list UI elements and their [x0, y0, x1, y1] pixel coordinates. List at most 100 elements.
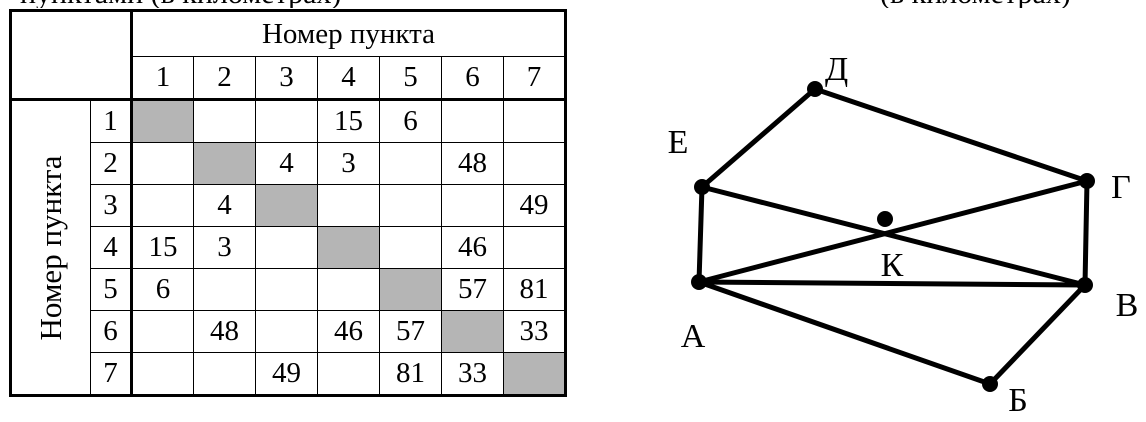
row-number: 7	[90, 352, 133, 396]
distance-cell	[255, 226, 318, 269]
distance-cell: 3	[193, 226, 256, 269]
node-k	[877, 211, 893, 227]
distance-cell	[131, 142, 194, 185]
distance-cell	[193, 268, 256, 311]
road-b-v	[987, 282, 1088, 387]
road-g-v	[1082, 178, 1090, 288]
road-e-a	[696, 184, 705, 285]
distance-cell: 15	[131, 226, 194, 269]
table-corner	[10, 10, 133, 101]
column-number: 1	[130, 56, 194, 101]
table-row: 3 4 49	[11, 184, 566, 227]
graph-edges	[696, 86, 1090, 387]
row-number: 5	[90, 268, 133, 311]
row-number: 2	[90, 142, 133, 185]
distance-cell	[503, 226, 566, 269]
distance-cell	[317, 352, 380, 396]
distance-cell	[379, 142, 442, 185]
cropped-top-text: пунктами (в километрах) (в километрах)	[0, 0, 1146, 8]
node-label-d: Д	[825, 51, 848, 88]
row-header: Номер пункта	[33, 155, 68, 340]
distance-cell: 46	[441, 226, 504, 269]
distance-cell	[131, 184, 194, 227]
distance-cell	[503, 99, 566, 143]
distance-cell: 57	[441, 268, 504, 311]
distance-cell: 4	[255, 142, 318, 185]
distance-cell: 15	[317, 99, 380, 143]
distance-cell: 81	[379, 352, 442, 396]
distance-cell: 49	[255, 352, 318, 396]
distance-cell: 49	[503, 184, 566, 227]
node-label-a: А	[681, 318, 706, 355]
distance-cell: 6	[131, 268, 194, 311]
node-a	[691, 274, 707, 290]
cropped-text-left: пунктами (в километрах)	[20, 0, 341, 8]
distance-cell	[503, 142, 566, 185]
distance-cell	[131, 310, 194, 353]
diagonal-cell	[379, 268, 442, 311]
distance-cell	[379, 226, 442, 269]
node-label-v: В	[1116, 287, 1139, 324]
column-number: 3	[255, 56, 318, 101]
distance-cell	[441, 99, 504, 143]
distance-cell: 33	[441, 352, 504, 396]
row-number: 3	[90, 184, 133, 227]
distance-cell	[255, 310, 318, 353]
distance-cell: 46	[317, 310, 380, 353]
diagonal-cell	[131, 99, 194, 143]
column-number: 5	[379, 56, 442, 101]
diagonal-cell	[503, 352, 566, 396]
row-number: 4	[90, 226, 133, 269]
distance-cell	[255, 268, 318, 311]
road-e-v	[699, 184, 1088, 288]
distance-cell: 48	[193, 310, 256, 353]
cropped-text-right: (в километрах)	[880, 0, 1071, 8]
distance-cell: 48	[441, 142, 504, 185]
road-a-b	[696, 279, 993, 387]
node-label-b: Б	[1008, 382, 1028, 419]
distance-cell	[193, 99, 256, 143]
distance-cell	[317, 268, 380, 311]
road-a-g	[696, 178, 1090, 285]
node-d	[807, 81, 823, 97]
distance-cell	[193, 352, 256, 396]
node-label-g: Г	[1111, 169, 1131, 206]
node-b	[982, 376, 998, 392]
distance-cell: 3	[317, 142, 380, 185]
column-number: 4	[317, 56, 380, 101]
road-d-g	[812, 86, 1090, 184]
distance-cell: 4	[193, 184, 256, 227]
distance-cell: 81	[503, 268, 566, 311]
column-number: 7	[503, 56, 566, 101]
distance-cell	[379, 184, 442, 227]
column-header: Номер пункта	[130, 10, 566, 57]
header-row: Номер пункта	[10, 10, 566, 101]
node-label-e: Е	[668, 124, 689, 161]
distance-cell	[255, 99, 318, 143]
column-number: 2	[193, 56, 256, 101]
node-v	[1077, 277, 1093, 293]
node-label-k: К	[881, 247, 904, 284]
diagonal-cell	[193, 142, 256, 185]
diagonal-cell	[441, 310, 504, 353]
graph-nodes: Д Е Г К А В Б	[668, 51, 1139, 419]
road-a-v	[696, 279, 1088, 288]
column-number: 6	[441, 56, 504, 101]
row-number: 6	[90, 310, 133, 353]
distance-cell: 6	[379, 99, 442, 143]
distance-cell	[317, 184, 380, 227]
node-e	[694, 179, 710, 195]
distance-cell: 57	[379, 310, 442, 353]
road-e-d	[699, 86, 818, 190]
distance-cell	[441, 184, 504, 227]
node-g	[1079, 173, 1095, 189]
row-header-cell: Номер пункта	[10, 99, 91, 396]
row-number: 1	[90, 99, 133, 143]
